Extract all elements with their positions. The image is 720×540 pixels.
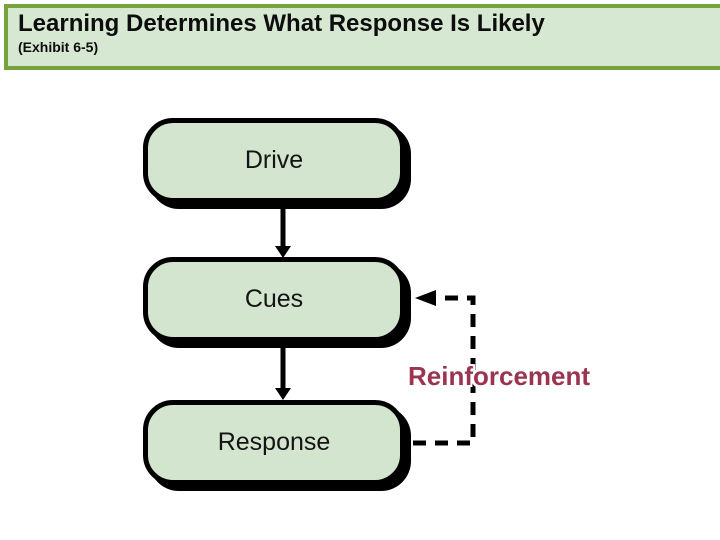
flow-node-response: Response [143, 400, 405, 485]
cues-node-label: Cues [244, 285, 304, 313]
reinforcement-feedback-arrowhead-icon [415, 290, 436, 306]
flow-node-cues: Cues [143, 257, 405, 342]
cues-to-response-arrowhead-icon [275, 388, 291, 400]
reinforcement-feedback-dashed-line [413, 295, 476, 446]
slide-subtitle: (Exhibit 6-5) [18, 39, 99, 55]
slide-header: Learning Determines What Response Is Lik… [4, 4, 720, 70]
reinforcement-label: Reinforcement [408, 361, 591, 391]
slide-title: Learning Determines What Response Is Lik… [18, 10, 545, 37]
drive-node-label: Drive [244, 146, 304, 174]
drive-to-cues-arrowhead-icon [275, 246, 291, 258]
flow-node-drive: Drive [143, 118, 405, 203]
response-node-label: Response [217, 428, 331, 456]
